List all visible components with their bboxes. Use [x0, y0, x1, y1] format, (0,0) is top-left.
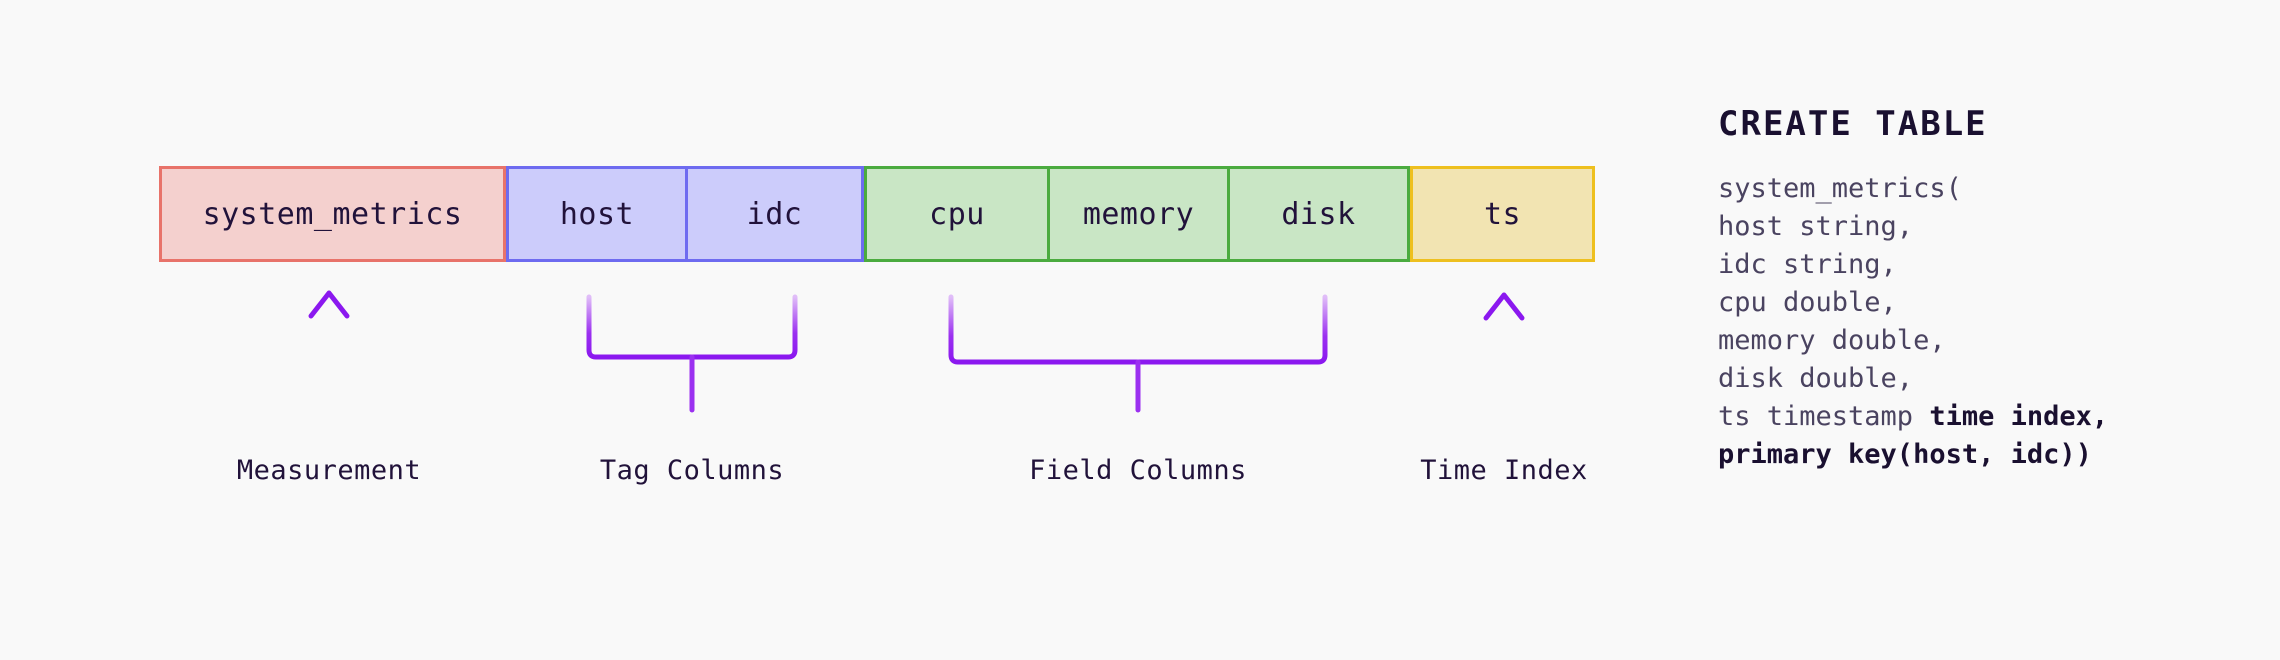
sql-text: host string, — [1718, 211, 1914, 242]
column-cell-disk[interactable]: disk — [1227, 169, 1407, 259]
sql-line: ts timestamp time index, — [1718, 398, 2238, 436]
label-field-columns: Field Columns — [1029, 455, 1247, 486]
sql-line: host string, — [1718, 208, 2238, 246]
schema-row: system_metrics host idc cpu memory disk … — [159, 166, 1595, 262]
column-cell-idc[interactable]: idc — [685, 169, 861, 259]
sql-line: idc string, — [1718, 246, 2238, 284]
sql-keyword: primary key(host, idc)) — [1718, 439, 2092, 470]
sql-text: disk double, — [1718, 363, 1914, 394]
sql-punctuation: , — [2091, 401, 2109, 432]
column-group-measurement: system_metrics — [159, 166, 506, 262]
sql-line: system_metrics( — [1718, 170, 2238, 208]
column-group-tag: host idc — [506, 166, 864, 262]
sql-statement: system_metrics(host string, idc string, cp… — [1718, 170, 2238, 474]
connector-bracket-field — [948, 294, 1328, 413]
column-cell-system_metrics[interactable]: system_metrics — [202, 196, 463, 232]
sql-line: memory double, — [1718, 322, 2238, 360]
column-cell-memory[interactable]: memory — [1047, 169, 1227, 259]
label-tag-columns: Tag Columns — [599, 455, 785, 486]
column-cell-host[interactable]: host — [559, 196, 635, 232]
connector-arrow-time-index — [1483, 292, 1525, 393]
column-group-field: cpu memory disk — [864, 166, 1410, 262]
column-cell-ts[interactable]: ts — [1483, 196, 1522, 232]
label-time-index: Time Index — [1420, 455, 1588, 486]
sql-line: primary key(host, idc)) — [1718, 436, 2238, 474]
sql-text: system_metrics( — [1718, 173, 1962, 204]
sql-text: ts timestamp — [1718, 401, 1930, 432]
connector-arrow-measurement — [308, 290, 350, 388]
sql-line: disk double, — [1718, 360, 2238, 398]
sql-panel: CREATE TABLE system_metrics(host string,… — [1718, 104, 2238, 474]
sql-title: CREATE TABLE — [1718, 104, 1988, 144]
connector-bracket-tag — [586, 294, 798, 413]
column-group-time-index: ts — [1410, 166, 1595, 262]
sql-text: idc string, — [1718, 249, 1897, 280]
sql-text: cpu double, — [1718, 287, 1897, 318]
sql-text: memory double, — [1718, 325, 1946, 356]
column-cell-cpu[interactable]: cpu — [929, 196, 985, 232]
sql-keyword: time index — [1929, 401, 2092, 432]
sql-line: cpu double, — [1718, 284, 2238, 322]
label-measurement: Measurement — [236, 455, 422, 486]
